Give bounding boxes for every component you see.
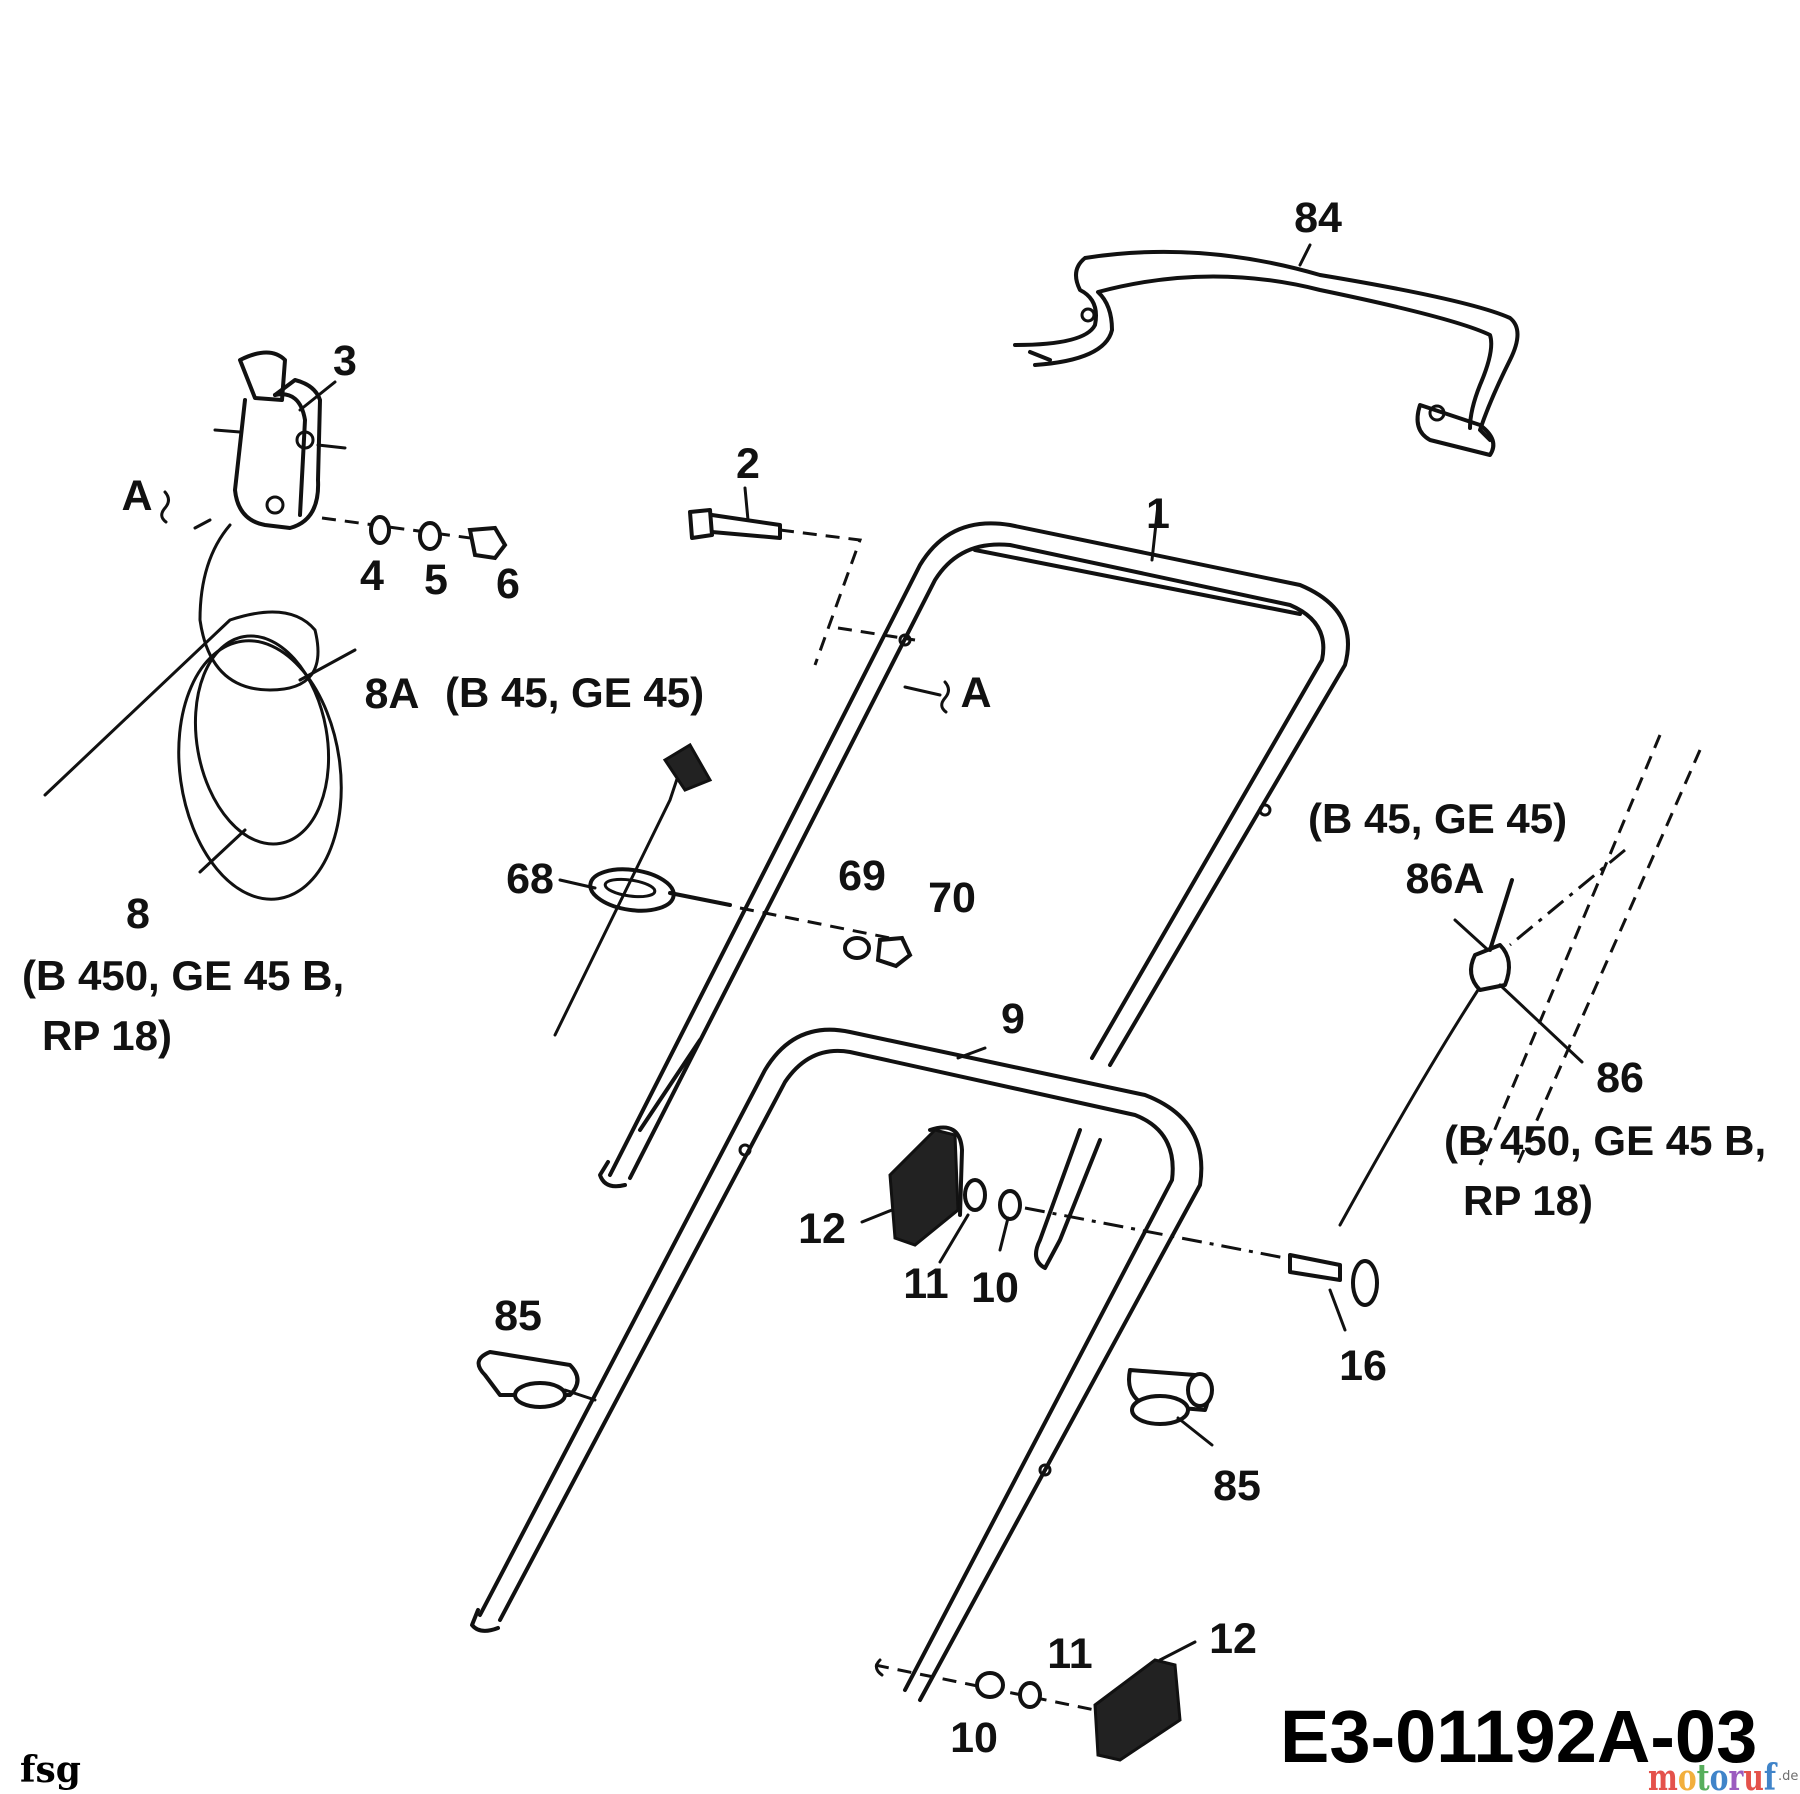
upper-handle-1 — [598, 521, 1350, 1189]
clamp-85-left — [476, 1350, 597, 1409]
cable-clip-86-86A — [1338, 734, 1702, 1227]
label-variant-86-line1: (B 450, GE 45 B, — [1444, 1117, 1766, 1164]
hardware-11-10-16 — [963, 1178, 1379, 1307]
clamp-85-right — [1127, 1368, 1214, 1426]
label-part-4: 4 — [360, 552, 384, 600]
label-part-10-upper: 10 — [971, 1264, 1019, 1312]
svg-text:motoruf: motoruf — [1648, 1757, 1778, 1794]
drawing-code: E3-01192A-03 — [1280, 1695, 1757, 1778]
svg-text:.de: .de — [1778, 1769, 1798, 1784]
label-part-11-upper: 11 — [903, 1260, 948, 1308]
label-part-11-lower: 11 — [1047, 1630, 1092, 1678]
label-variant-8-line2: RP 18) — [42, 1012, 172, 1059]
footer-code: fsg — [20, 1749, 81, 1791]
eyebolt-68-69-70 — [553, 742, 913, 1037]
cables-8-8A — [43, 518, 343, 901]
knob-12-upper — [888, 1125, 964, 1247]
motoruf-watermark-logo: motoruf .de — [1648, 1757, 1798, 1794]
label-part-1: 1 — [1146, 490, 1170, 538]
label-part-2: 2 — [736, 440, 760, 488]
label-part-9: 9 — [1001, 995, 1025, 1043]
control-lever-3 — [213, 350, 347, 530]
label-part-8: 8 — [126, 890, 150, 938]
label-variant-8-line1: (B 450, GE 45 B, — [22, 952, 344, 999]
hardware-11-10-lower — [874, 1658, 1096, 1712]
label-part-10-lower: 10 — [950, 1714, 998, 1762]
part-labels: 84 3 2 1 A 4 5 6 8A (B 45, GE 45) A (B 4… — [22, 194, 1766, 1762]
hardware-4-5-6 — [321, 515, 508, 561]
label-variant-86A: (B 45, GE 45) — [1308, 795, 1567, 842]
label-ref-A-right: A — [960, 669, 991, 717]
grab-bar-84 — [1013, 249, 1520, 457]
label-part-85-left: 85 — [494, 1292, 542, 1340]
bolt-2 — [688, 508, 916, 666]
label-part-6: 6 — [496, 560, 520, 608]
label-part-69: 69 — [838, 852, 886, 900]
label-variant-8A: (B 45, GE 45) — [445, 669, 704, 716]
label-part-12-lower: 12 — [1209, 1615, 1257, 1663]
label-part-16: 16 — [1339, 1342, 1387, 1390]
label-part-86A: 86A — [1406, 855, 1485, 903]
label-part-68: 68 — [506, 855, 554, 903]
label-part-8A: 8A — [365, 670, 420, 718]
label-variant-86-line2: RP 18) — [1463, 1177, 1593, 1224]
label-part-86: 86 — [1596, 1054, 1644, 1102]
label-ref-A-left: A — [121, 472, 152, 520]
label-part-3: 3 — [333, 337, 357, 385]
lower-handle-9 — [470, 1027, 1204, 1702]
leader-lines — [160, 243, 1584, 1662]
label-part-70: 70 — [928, 874, 976, 922]
label-part-5: 5 — [424, 556, 448, 604]
label-part-85-right: 85 — [1213, 1462, 1261, 1510]
label-part-84: 84 — [1294, 194, 1342, 242]
label-part-12-upper: 12 — [798, 1205, 846, 1253]
knob-12-lower — [1093, 1658, 1182, 1762]
